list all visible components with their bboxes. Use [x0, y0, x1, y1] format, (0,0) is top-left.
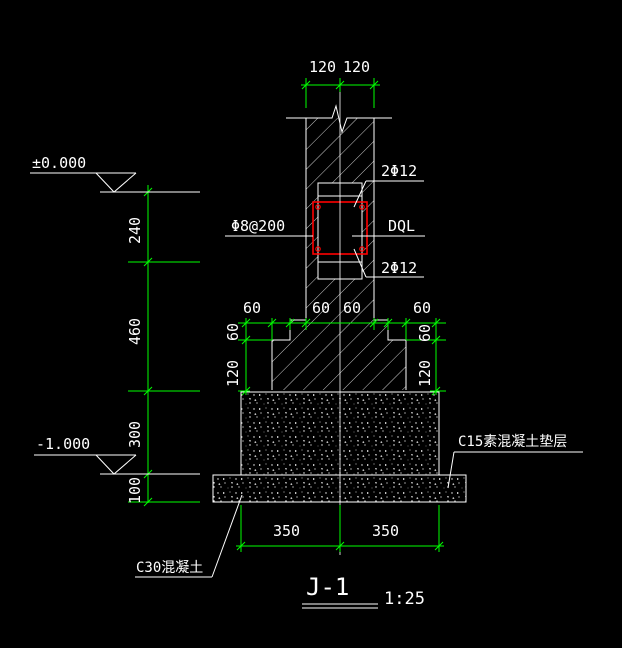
rebar-bottom-label: 2Φ12 [381, 259, 417, 277]
material-labels: C15素混凝土垫层 C30混凝土 [135, 434, 583, 578]
rebar-labels: 2Φ12 2Φ12 Φ8@200 DQL [225, 162, 425, 278]
drawing-title: J-1 1:25 [302, 573, 425, 609]
level-top-label: ±0.000 [32, 154, 86, 172]
stirrup-label: Φ8@200 [231, 217, 285, 235]
beam-label: DQL [388, 217, 415, 235]
dim-rise-left-60: 60 [224, 323, 242, 341]
dim-step-mid-left: 60 [312, 299, 330, 317]
scale-text: 1:25 [384, 589, 425, 609]
dim-base-right: 350 [372, 522, 399, 540]
cushion-label: C15素混凝土垫层 [458, 434, 567, 450]
step-dimensions: 60 60 60 60 [243, 299, 431, 340]
rebar-top-label: 2Φ12 [381, 162, 417, 180]
dim-wall-left: 120 [309, 58, 336, 76]
dim-300: 300 [126, 421, 144, 448]
left-vertical-dimension: 240 460 300 100 [126, 185, 200, 507]
dim-rise-left-120: 120 [224, 360, 242, 387]
dim-wall-right: 120 [343, 58, 370, 76]
dim-step-mid-right: 60 [343, 299, 361, 317]
right-rise-dimension: 60 120 [406, 318, 446, 396]
dim-240: 240 [126, 217, 144, 244]
c30-label: C30混凝土 [136, 560, 203, 576]
level-mark-bottom: -1.000 [34, 435, 200, 475]
base-dimension: 350 350 [236, 505, 444, 552]
dim-step-left: 60 [243, 299, 261, 317]
level-mark-top: ±0.000 [30, 154, 200, 193]
left-rise-dimension: 60 120 [224, 318, 272, 396]
dim-100: 100 [126, 477, 144, 504]
dim-460: 460 [126, 318, 144, 345]
dim-step-right: 60 [413, 299, 431, 317]
top-dimension: 120 120 [301, 58, 380, 108]
dim-base-left: 350 [273, 522, 300, 540]
dim-rise-right-60: 60 [416, 324, 434, 342]
level-bottom-label: -1.000 [36, 435, 90, 453]
cushion-layer [212, 474, 467, 503]
title-text: J-1 [306, 573, 349, 601]
dim-rise-right-120: 120 [416, 360, 434, 387]
